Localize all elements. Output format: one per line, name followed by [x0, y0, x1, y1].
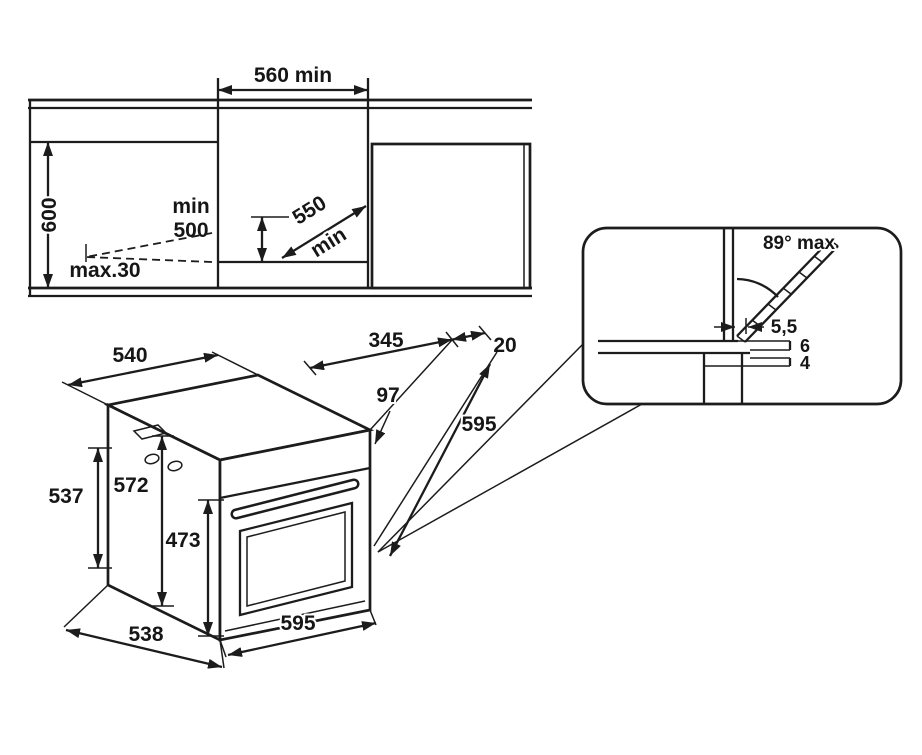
- plinth-dashed-line-upper: [85, 232, 213, 258]
- detail-gap-lower-label: 4: [800, 353, 810, 373]
- dim-depth-min-word-label: min: [172, 195, 209, 218]
- dim-door-height-label: 473: [165, 529, 200, 552]
- door-window-inner: [246, 511, 346, 607]
- panel-hatch-5: [813, 255, 823, 263]
- side-vent-slot-2: [167, 460, 183, 472]
- dim-diagonal-word-label: min: [307, 223, 351, 262]
- detail-callout: 89° max 5,5 6 4: [581, 226, 903, 406]
- dim-height-back-label: 537: [48, 485, 83, 508]
- dim-top-depth-line: [309, 337, 453, 371]
- dim-niche-height-label: 600: [38, 197, 61, 232]
- dim-height-right-label: 595: [461, 413, 496, 436]
- angle-arc: [736, 277, 779, 298]
- dim-panel-height-leader: [374, 410, 391, 445]
- dim-top-depth-label: 345: [368, 329, 403, 352]
- top-vent: [132, 424, 168, 440]
- dim-rear-gap-line: [451, 330, 486, 342]
- cabinet-section: 560 min 600 min 500 550 min max.30: [28, 62, 532, 298]
- dim-diagonal-line: [281, 205, 367, 259]
- dim-front-width-label: 595: [280, 612, 315, 635]
- detail-angle-label: 89° max: [763, 233, 835, 254]
- detail-offset-label: 5,5: [771, 317, 798, 338]
- ext-body-width-b: [211, 351, 259, 376]
- panel-hatch-2: [767, 303, 777, 311]
- dim-rear-gap-label: 20: [493, 334, 516, 357]
- dim-body-width-label: 540: [112, 344, 147, 367]
- door-handle-bar: [233, 481, 357, 517]
- dim-height-side-label: 572: [113, 474, 148, 497]
- plinth-dashed-line-lower: [85, 256, 213, 263]
- control-panel-edge: [219, 466, 371, 500]
- dim-panel-height-label: 97: [376, 384, 399, 407]
- oven-isometric: [103, 373, 375, 643]
- dim-diagonal-value-label: 550: [289, 191, 331, 229]
- dim-bottom-depth-label: 538: [128, 623, 163, 646]
- dim-height-right-line: [388, 363, 492, 557]
- panel-hatch-4: [798, 271, 808, 279]
- oven-dimensions: 540 345 20 595 97 537 572 473: [46, 325, 519, 669]
- ext-bottom-depth-a: [63, 584, 109, 628]
- detail-callout-box: [581, 226, 903, 406]
- dim-depth-min-value-label: 500: [173, 219, 208, 242]
- panel-hatch-3: [782, 287, 792, 295]
- dim-bottom-depth-line: [65, 628, 223, 669]
- tall-cabinet-box: [370, 142, 532, 290]
- panel-hatch-6: [829, 239, 839, 247]
- dim-front-width-line: [227, 621, 377, 657]
- dim-niche-width-label: 560 min: [254, 64, 332, 87]
- dim-body-width-line: [67, 352, 219, 388]
- detail-gap-upper-label: 6: [800, 336, 810, 356]
- dim-plinth-label: max.30: [69, 259, 140, 282]
